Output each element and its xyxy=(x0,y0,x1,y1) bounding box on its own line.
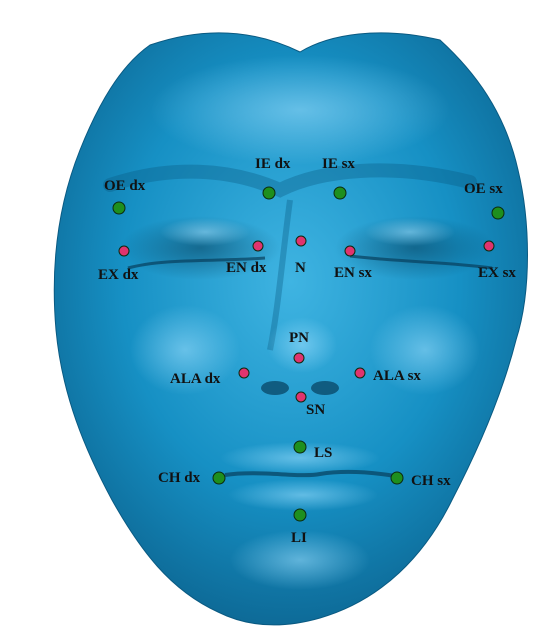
ie-sx-point xyxy=(334,187,346,199)
oe-sx-point xyxy=(492,207,504,219)
sn-point xyxy=(296,392,306,402)
li-label: LI xyxy=(291,530,307,546)
ls-point xyxy=(294,441,306,453)
ala-dx-label: ALA dx xyxy=(170,371,221,387)
ls-label: LS xyxy=(314,445,332,461)
ex-dx-point xyxy=(119,246,129,256)
left-eye-highlight xyxy=(365,218,455,246)
en-dx-label: EN dx xyxy=(226,260,267,276)
oe-sx-label: OE sx xyxy=(464,181,503,197)
ex-dx-label: EX dx xyxy=(98,267,139,283)
right-eye-highlight xyxy=(160,218,250,246)
en-dx-point xyxy=(253,241,263,251)
lower-lip xyxy=(228,479,378,511)
ch-sx-label: CH sx xyxy=(411,473,451,489)
li-point xyxy=(294,509,306,521)
sn-label: SN xyxy=(306,402,325,418)
ex-sx-point xyxy=(484,241,494,251)
ie-dx-point xyxy=(263,187,275,199)
en-sx-label: EN sx xyxy=(334,265,372,281)
left-nostril xyxy=(311,381,339,395)
pn-label: PN xyxy=(289,330,309,346)
ex-sx-label: EX sx xyxy=(478,265,516,281)
ala-sx-point xyxy=(355,368,365,378)
ala-sx-label: ALA sx xyxy=(373,368,421,384)
oe-dx-label: OE dx xyxy=(104,178,146,194)
ala-dx-point xyxy=(239,368,249,378)
ch-dx-label: CH dx xyxy=(158,470,201,486)
ie-sx-label: IE sx xyxy=(322,156,355,172)
en-sx-point xyxy=(345,246,355,256)
forehead-highlight xyxy=(150,55,450,165)
ch-sx-point xyxy=(391,472,403,484)
ie-dx-label: IE dx xyxy=(255,156,291,172)
n-point xyxy=(296,236,306,246)
right-nostril xyxy=(261,381,289,395)
n-label: N xyxy=(295,260,306,276)
ch-dx-point xyxy=(213,472,225,484)
oe-dx-point xyxy=(113,202,125,214)
pn-point xyxy=(294,353,304,363)
